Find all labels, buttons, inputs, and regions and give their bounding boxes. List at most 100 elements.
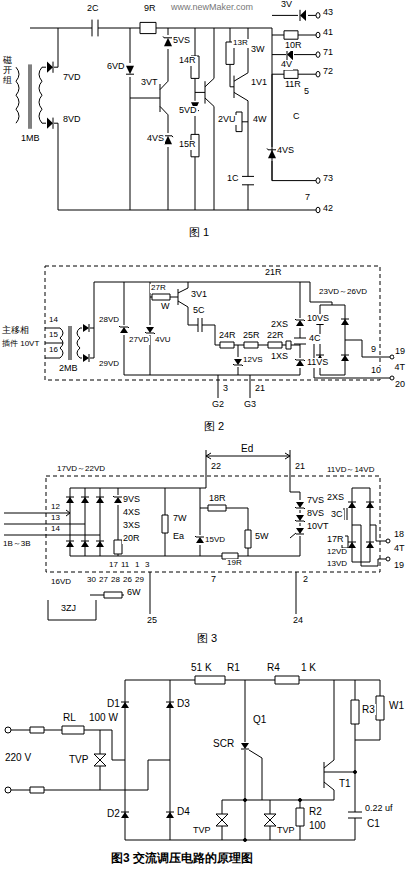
circuit-label: D3 (176, 698, 191, 709)
figure-2-circuit (295, 359, 305, 366)
circuit-label: 18R (208, 494, 227, 504)
circuit-label: Q1 (252, 714, 267, 725)
circuit-label: 26 (122, 576, 133, 585)
circuit-label: RL (62, 712, 77, 723)
figure-2-circuit (220, 342, 234, 348)
circuit-label: 19 (393, 561, 405, 571)
figure-2-circuit (152, 294, 170, 300)
circuit-label: Ea (172, 532, 185, 542)
circuit-label: 22R (266, 331, 285, 341)
circuit-label: 1XS (270, 352, 289, 362)
figure-3-circuit (46, 476, 380, 572)
figure-1-circuit (42, 28, 58, 210)
figure-1-circuit (316, 13, 320, 19)
figure-3-circuit (96, 541, 104, 547)
figure-3-circuit (208, 505, 226, 511)
figure-3-circuit (245, 530, 251, 548)
circuit-label: 17VD～22VD (56, 465, 106, 474)
circuit-label: SCR (212, 738, 235, 749)
circuit-label: 6W (126, 588, 142, 598)
figure-3-circuit (348, 542, 356, 548)
circuit-label: 13R (232, 39, 249, 48)
circuit-label: 5C (192, 306, 206, 316)
circuit-label: 16 (48, 346, 59, 355)
circuit-label: 28VD (98, 316, 120, 325)
circuit-label: 21R (264, 268, 283, 278)
figure-1-circuit (284, 31, 298, 39)
circuit-label: TVP (68, 754, 89, 765)
circuit-label: C (292, 112, 301, 122)
circuit-label: 2VU (217, 115, 237, 125)
circuit-label: 11VS (306, 358, 329, 368)
circuit-label: 71 (322, 48, 334, 58)
circuit-label: TVP (192, 826, 212, 836)
figure-4-circuit (121, 702, 129, 708)
circuit-label: 27R (150, 284, 167, 293)
figure-1-circuit (272, 15, 316, 180)
circuit-label: 7VD (62, 73, 82, 83)
figure-3-circuit (366, 542, 374, 548)
circuit-label: 1 K (300, 662, 317, 673)
circuit-label: 插件 10VT (1, 340, 40, 349)
circuit-label: 24R (218, 331, 237, 341)
figure-2-circuit (295, 319, 305, 326)
figure-1-circuit (140, 22, 156, 33)
figure-1-circuit (316, 52, 320, 58)
circuit-label: 15VD (204, 536, 226, 545)
circuit-label: 2XS (326, 493, 345, 503)
circuit-label: 3VT (140, 78, 159, 88)
figure-4-circuit (62, 726, 84, 734)
circuit-label: 5 (303, 87, 310, 97)
figure-2-circuit (341, 319, 349, 325)
figure-1-circuit (58, 210, 316, 211)
figure-3-circuit (352, 525, 386, 566)
figure-1-circuit (126, 66, 134, 74)
circuit-label: W (160, 302, 171, 312)
circuit-label: 19 (394, 347, 406, 357)
figure-1-circuit (30, 20, 316, 181)
circuit-label: 21 (294, 462, 306, 472)
figure-2-circuit (119, 326, 129, 333)
figure-1-circuit (16, 64, 42, 128)
circuit-label: 7 (304, 193, 311, 203)
figure-1-circuit (316, 32, 320, 38)
figure-4-circuit (11, 730, 170, 790)
figure-3-circuit (96, 497, 104, 503)
figure-4-circuit (299, 799, 302, 802)
figure-4-circuit (166, 702, 174, 708)
figure-1-circuit (47, 118, 53, 129)
circuit-label: 8VS (306, 509, 325, 519)
circuit-label: 15R (178, 140, 197, 150)
circuit-label: 9 (370, 345, 377, 355)
figure-3-circuit (386, 539, 390, 543)
circuit-label: 2MB (58, 364, 79, 374)
circuit-label: 10VT (306, 522, 330, 532)
figure-caption: 图3 交流调压电路的原理图 (110, 852, 254, 865)
figure-2-circuit (124, 282, 300, 375)
figure-2-circuit (286, 341, 291, 349)
circuit-label: 25 (146, 616, 158, 626)
figure-2-circuit (150, 282, 178, 375)
figure-3-circuit (295, 502, 305, 509)
circuit-label: 29VD (98, 360, 120, 369)
figure-3-circuit (366, 502, 374, 508)
circuit-label: 11R (284, 80, 302, 90)
figure-1-circuit (284, 70, 298, 78)
figure-2-circuit (45, 328, 63, 358)
figure-4-circuit (30, 787, 44, 793)
circuit-label: 1V1 (250, 78, 268, 88)
figure-1-circuit (160, 28, 168, 210)
circuit-label: 41 (322, 28, 334, 38)
circuit-label: 100 (308, 820, 327, 831)
circuit-label: 4T (393, 363, 406, 373)
figure-3-circuit (104, 592, 122, 598)
figure-3-circuit (4, 510, 100, 535)
circuit-label: T1 (338, 778, 352, 789)
figure-2-circuit (45, 266, 394, 398)
circuit-label: 17 (108, 561, 119, 570)
figure-3-circuit (348, 502, 356, 508)
circuit-label: 12VS (242, 356, 264, 365)
circuit-label: G3 (243, 400, 257, 410)
figure-number: 图 2 (203, 420, 225, 432)
